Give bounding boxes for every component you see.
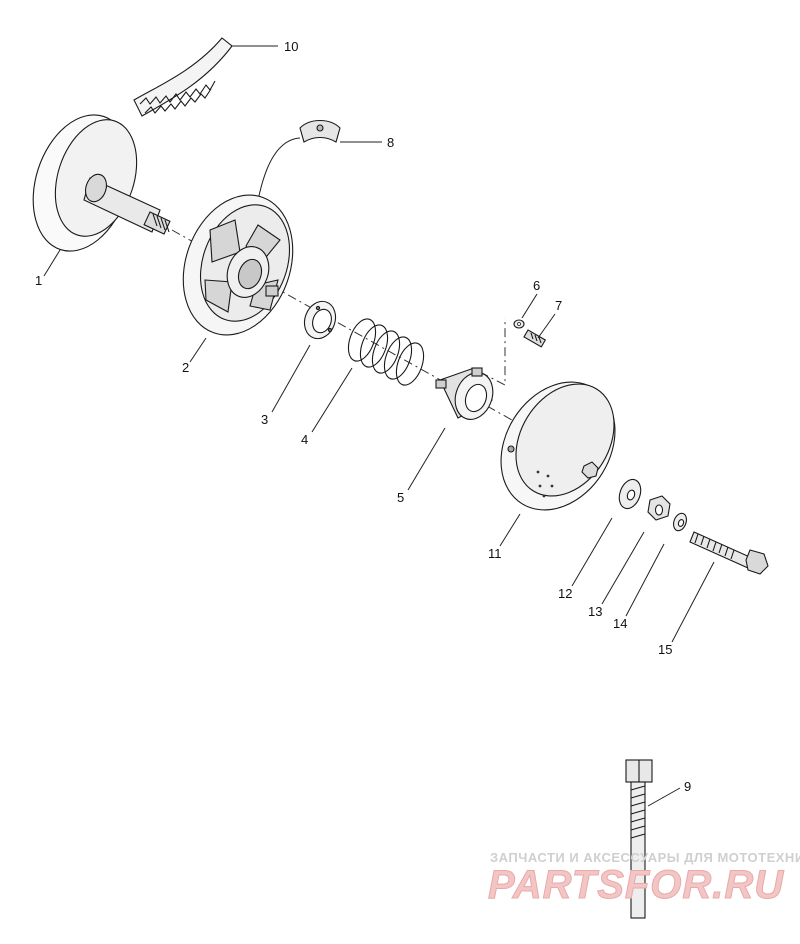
watermark-tagline: ЗАПЧАСТИ И АКСЕССУАРЫ ДЛЯ МОТОТЕХНИКИ — [490, 850, 800, 865]
callout-15: 15 — [658, 642, 672, 657]
callout-11: 11 — [488, 546, 502, 561]
callout-8: 8 — [387, 135, 394, 150]
part-11-cover — [500, 381, 616, 511]
part-14-lock-washer — [673, 512, 687, 532]
part-1-fixed-sheave — [32, 114, 171, 252]
part-9-long-bolt — [625, 759, 653, 919]
part-4-spring — [347, 318, 425, 386]
callout-6: 6 — [533, 278, 540, 293]
part-12-washer — [618, 478, 642, 510]
part-5-spider — [435, 367, 494, 420]
callout-5: 5 — [397, 490, 404, 505]
callout-3: 3 — [261, 412, 268, 427]
part-6-washer — [513, 319, 525, 329]
callout-12: 12 — [558, 586, 572, 601]
callout-1: 1 — [35, 273, 42, 288]
callout-10: 10 — [284, 39, 298, 54]
part-3-retaining-ring — [303, 300, 337, 340]
callout-4: 4 — [301, 432, 308, 447]
callout-9: 9 — [684, 779, 691, 794]
callout-13: 13 — [588, 604, 602, 619]
part-10-belt — [133, 37, 233, 117]
callout-14: 14 — [613, 616, 627, 631]
callout-7: 7 — [555, 298, 562, 313]
leader-lines — [43, 45, 715, 807]
callout-2: 2 — [182, 360, 189, 375]
watermark-brand: PARTSFOR.RU — [488, 863, 784, 907]
part-15-bolt — [689, 531, 769, 575]
part-13-nut — [647, 495, 671, 521]
part-2-movable-sheave — [182, 194, 294, 336]
part-7-set-screw — [523, 329, 547, 348]
